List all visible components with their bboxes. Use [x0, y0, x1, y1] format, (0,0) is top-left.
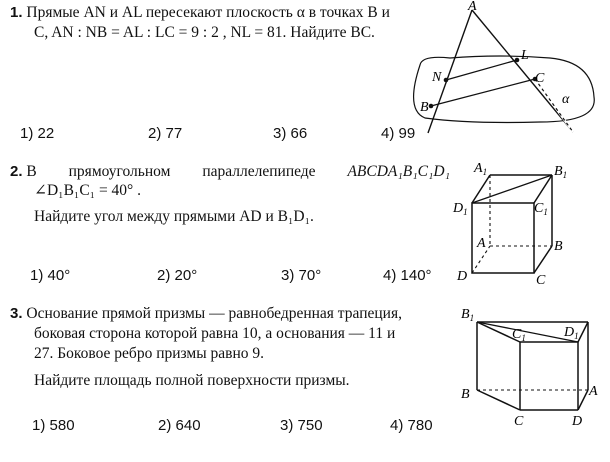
- problem-3-line-1: 3. Основание прямой призмы — равнобедрен…: [10, 305, 402, 323]
- line-AC: [471, 9, 574, 133]
- line-AB: [427, 9, 473, 134]
- answer-option[interactable]: 2) 77: [148, 125, 183, 142]
- label-D1: D1: [563, 325, 579, 341]
- answer-option[interactable]: 3) 66: [273, 125, 308, 142]
- problem-1-answers: 1) 22 2) 77 3) 66 4) 99: [20, 125, 415, 142]
- problem-2-question: Найдите угол между прямыми AD и B₁D₁.: [34, 208, 314, 225]
- label-N: N: [431, 70, 442, 85]
- label-A: A: [588, 384, 598, 399]
- problem-3-answers: 1) 580 2) 640 3) 750 4) 780: [32, 417, 433, 434]
- problem-1-figure: A L N C B α: [413, 0, 595, 134]
- problem-2-line-1: 2. В прямоугольном параллелепипеде ABCDA…: [10, 163, 450, 181]
- answer-option[interactable]: 4) 99: [381, 125, 416, 142]
- problem-1-text-1: Прямые AN и AL пересекают плоскость α в …: [26, 4, 390, 21]
- problem-1-text-2: C, AN : NB = AL : LC = 9 : 2 , NL = 81. …: [34, 24, 375, 41]
- label-D: D: [571, 414, 582, 429]
- answer-option[interactable]: 3) 750: [280, 417, 323, 434]
- label-C1: C1: [534, 201, 548, 217]
- problem-2-angle: ∠D₁B₁C₁ = 40° .: [34, 182, 142, 199]
- answer-option[interactable]: 4) 780: [390, 417, 433, 434]
- problem-number: 2.: [10, 163, 23, 180]
- problem-3-line-2: боковая сторона которой равна 10, а осно…: [34, 325, 395, 343]
- label-C1: C1: [512, 327, 526, 343]
- problem-number: 1.: [10, 4, 23, 21]
- problem-number: 3.: [10, 305, 23, 322]
- label-D: D: [456, 269, 467, 284]
- label-C: C: [536, 273, 546, 285]
- answer-option[interactable]: 2) 20°: [157, 267, 198, 284]
- answer-option[interactable]: 1) 22: [20, 125, 55, 142]
- problem-2-word: В: [26, 163, 37, 180]
- plane-alpha: [413, 55, 595, 124]
- problem-2-figure: A1 B1 D1 C1 A B D C: [452, 161, 567, 285]
- problem-2-answers: 1) 40° 2) 20° 3) 70° 4) 140°: [30, 267, 432, 284]
- problem-1-line-2: C, AN : NB = AL : LC = 9 : 2 , NL = 81. …: [34, 24, 375, 42]
- problem-3-line-3: 27. Боковое ребро призмы равно 9.: [34, 345, 264, 363]
- label-A: A: [476, 236, 486, 251]
- answer-option[interactable]: 4) 140°: [383, 267, 432, 284]
- answer-option[interactable]: 2) 640: [158, 417, 201, 434]
- problem-2-line-3: Найдите угол между прямыми AD и B₁D₁.: [34, 208, 314, 226]
- line-NL: [445, 59, 518, 81]
- label-B1: B1: [461, 307, 474, 323]
- label-D1: D1: [452, 201, 468, 217]
- answer-option[interactable]: 3) 70°: [281, 267, 322, 284]
- problem-1-line-1: 1. Прямые AN и AL пересекают плоскость α…: [10, 4, 390, 22]
- label-A: A: [467, 0, 477, 14]
- label-L: L: [520, 48, 529, 63]
- answer-option[interactable]: 1) 580: [32, 417, 75, 434]
- label-B1: B1: [554, 164, 567, 180]
- label-alpha: α: [562, 92, 570, 107]
- problem-3-text-1: Основание прямой призмы — равнобедренная…: [26, 305, 402, 322]
- label-B: B: [554, 239, 563, 254]
- problem-3-figure: B1 C1 D1 B A C D: [461, 307, 598, 429]
- problem-3-text-2: боковая сторона которой равна 10, а осно…: [34, 325, 396, 342]
- label-C: C: [514, 414, 524, 429]
- label-B: B: [420, 100, 429, 115]
- problem-3-question: Найдите площадь полной поверхности призм…: [34, 372, 350, 389]
- label-A1: A1: [473, 161, 487, 177]
- line-BC: [430, 78, 536, 107]
- problem-2-formula: ABCDA₁B₁C₁D₁: [347, 163, 450, 180]
- label-C: C: [535, 71, 545, 86]
- problem-2-word: прямоугольном: [68, 163, 171, 180]
- answer-option[interactable]: 1) 40°: [30, 267, 71, 284]
- problem-2-word: параллелепипеде: [202, 163, 316, 180]
- label-B: B: [461, 387, 470, 402]
- problem-3-line-4: Найдите площадь полной поверхности призм…: [34, 372, 350, 390]
- problem-2-line-2: ∠D₁B₁C₁ = 40° .: [34, 182, 141, 200]
- problem-3-text-3: 27. Боковое ребро призмы равно 9.: [34, 345, 265, 362]
